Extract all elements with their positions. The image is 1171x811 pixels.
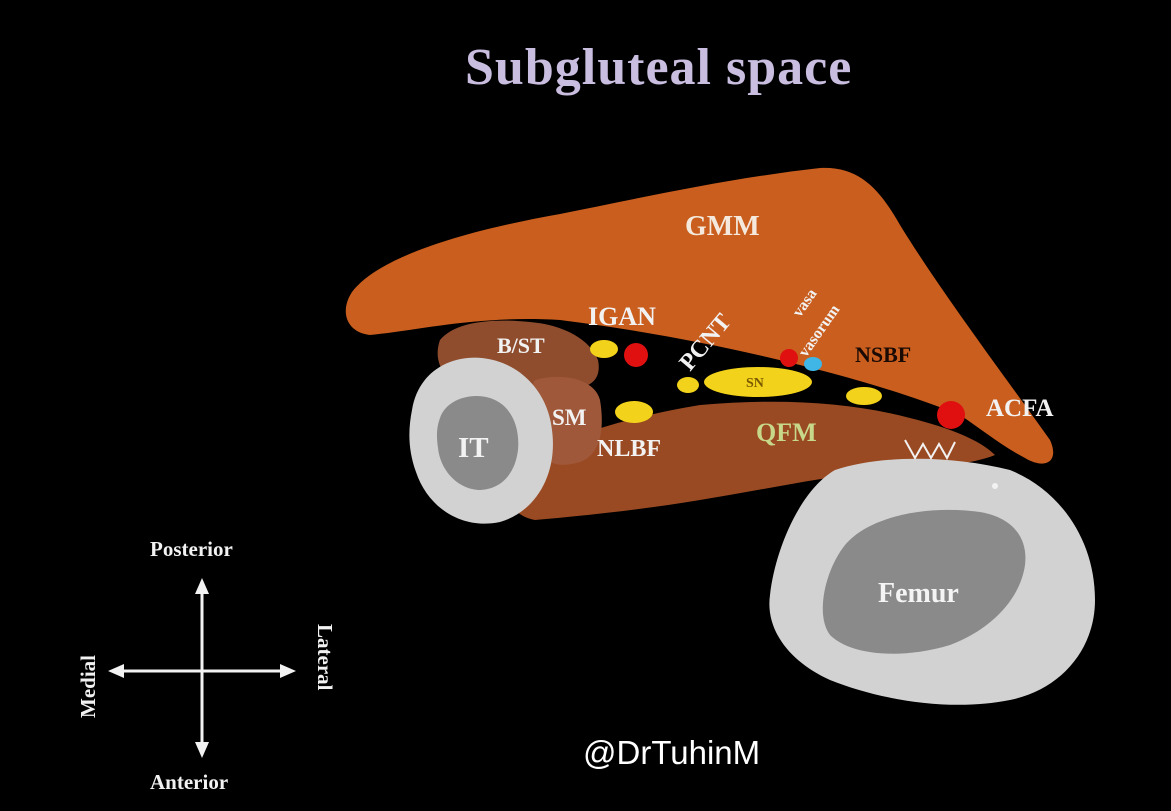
label-femur: Femur [878,578,959,609]
vasa-red-vessel [780,349,798,367]
igan-red-vessel [624,343,648,367]
label-acfa: ACFA [986,395,1054,422]
label-igan: IGAN [588,302,656,331]
compass-arrow-up [195,578,209,594]
diagram-title: Subgluteal space [465,39,853,96]
label-nlbf: NLBF [597,436,661,462]
nlbf-yellow-structure [615,401,653,423]
vasa-blue-vessel [804,357,822,371]
label-sm: SM [552,405,587,430]
femur-marrow [822,509,1026,654]
label-gmm: GMM [685,211,760,242]
label-nsbf: NSBF [855,342,911,367]
compass-lateral-label: Lateral [313,624,337,691]
compass-posterior-label: Posterior [150,537,233,561]
compass-medial-label: Medial [76,655,100,718]
label-qfm: QFM [756,418,817,447]
acfa-red-vessel [937,401,965,429]
squiggle-mark [904,439,956,461]
compass-arrow-left [108,664,124,678]
label-bst: B/ST [497,333,545,358]
compass-arrow-right [280,664,296,678]
label-sn: SN [746,376,764,391]
quadratus-femoris-shape [505,401,995,520]
ischial-tuberosity-marrow [436,396,519,490]
igan-yellow-structure [590,340,618,358]
label-it: IT [458,432,489,464]
sciatic-nerve-shape [704,367,812,397]
gluteus-maximus-shape [345,167,1054,464]
orientation-compass [108,578,296,758]
femur-dot [992,483,998,489]
compass-arrow-down [195,742,209,758]
nsbf-yellow-structure [846,387,882,405]
compass-anterior-label: Anterior [150,770,228,794]
pcnt-yellow-structure [677,377,699,393]
watermark: @DrTuhinM [583,734,761,771]
